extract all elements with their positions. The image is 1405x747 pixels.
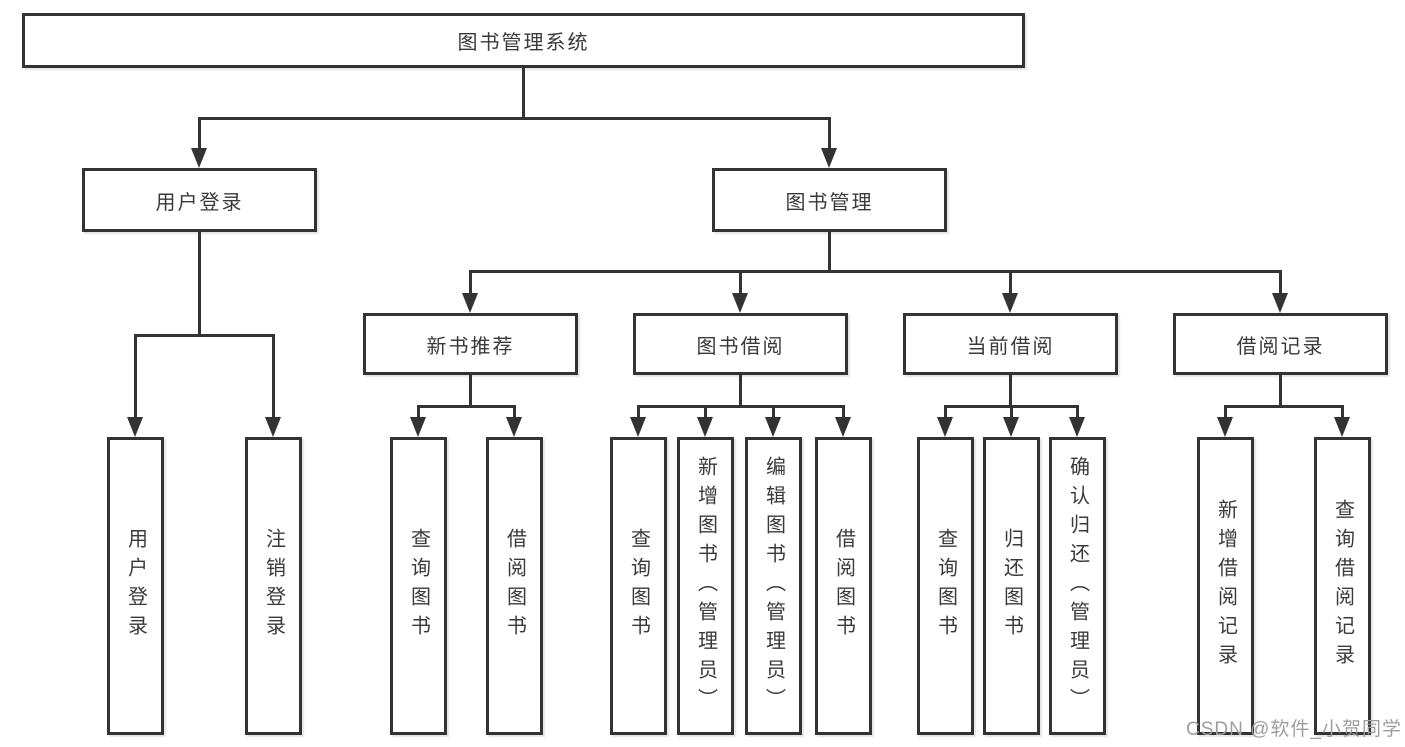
node-user-login: 用户登录 xyxy=(82,168,317,232)
connector-arrowhead xyxy=(1002,293,1018,313)
node-label: 用户登录 xyxy=(124,528,147,644)
node-book-management: 图书管理 xyxy=(712,168,947,232)
connector xyxy=(1224,405,1227,417)
connector-arrowhead xyxy=(1217,417,1233,437)
node-label: 借阅图书 xyxy=(503,528,526,644)
connector xyxy=(1010,405,1013,417)
leaf-bb-edit-books-admin: 编辑图书（管理员） xyxy=(745,437,802,735)
connector xyxy=(842,405,845,417)
connector xyxy=(134,334,275,337)
connector xyxy=(739,270,742,293)
connector-arrowhead xyxy=(265,417,281,437)
connector xyxy=(198,117,831,120)
connector xyxy=(469,270,1282,273)
connector-arrowhead xyxy=(1272,293,1288,313)
connector xyxy=(828,117,831,148)
connector xyxy=(469,375,472,407)
leaf-nb-query-books: 查询图书 xyxy=(390,437,447,735)
node-label: 归还图书 xyxy=(1000,528,1023,644)
connector xyxy=(739,375,742,407)
connector-arrowhead xyxy=(835,417,851,437)
connector xyxy=(1279,270,1282,293)
connector xyxy=(417,405,516,408)
node-library-management-system: 图书管理系统 xyxy=(22,13,1025,68)
node-label: 图书管理系统 xyxy=(457,32,590,54)
node-label: 图书借阅 xyxy=(696,335,785,358)
connector xyxy=(522,68,525,120)
connector-arrowhead xyxy=(1069,417,1085,437)
leaf-cb-return-books: 归还图书 xyxy=(983,437,1040,735)
leaf-bb-add-books-admin: 新增图书（管理员） xyxy=(677,437,734,735)
connector-arrowhead xyxy=(506,417,522,437)
connector-arrowhead xyxy=(1003,417,1019,437)
connector xyxy=(513,405,516,417)
node-label: 确认归还（管理员） xyxy=(1066,455,1089,717)
connector-arrowhead xyxy=(937,417,953,437)
connector-arrowhead xyxy=(127,417,143,437)
connector-arrowhead xyxy=(765,417,781,437)
node-book-borrowing: 图书借阅 xyxy=(633,313,848,375)
node-label: 借阅记录 xyxy=(1236,335,1325,358)
node-label: 查询图书 xyxy=(627,528,650,644)
connector xyxy=(417,405,420,417)
connector-arrowhead xyxy=(1334,417,1350,437)
node-label: 新增图书（管理员） xyxy=(694,455,717,717)
leaf-cb-confirm-return-admin: 确认归还（管理员） xyxy=(1049,437,1106,735)
node-label: 编辑图书（管理员） xyxy=(762,455,785,717)
connector-arrowhead xyxy=(191,148,207,168)
connector xyxy=(198,117,201,148)
connector xyxy=(272,334,275,417)
connector xyxy=(1076,405,1079,417)
node-label: 用户登录 xyxy=(155,191,244,214)
connector xyxy=(772,405,775,417)
connector xyxy=(704,405,707,417)
node-label: 查询图书 xyxy=(934,528,957,644)
leaf-br-add-record: 新增借阅记录 xyxy=(1197,437,1254,735)
node-label: 注销登录 xyxy=(262,528,285,644)
node-label: 当前借阅 xyxy=(966,335,1055,358)
node-label: 借阅图书 xyxy=(832,528,855,644)
node-label: 图书管理 xyxy=(785,191,874,214)
connector-arrowhead xyxy=(630,417,646,437)
csdn-watermark: CSDN @软件_小贺同学 xyxy=(1186,719,1402,740)
node-label: 查询借阅记录 xyxy=(1331,499,1354,673)
connector-arrowhead xyxy=(821,148,837,168)
connector-arrowhead xyxy=(410,417,426,437)
connector xyxy=(198,232,201,334)
leaf-cb-query-books: 查询图书 xyxy=(917,437,974,735)
node-label: 新书推荐 xyxy=(426,335,515,358)
connector xyxy=(637,405,845,408)
leaf-nb-borrow-books: 借阅图书 xyxy=(486,437,543,735)
connector-arrowhead xyxy=(462,293,478,313)
node-label: 查询图书 xyxy=(407,528,430,644)
leaf-bb-query-books: 查询图书 xyxy=(610,437,667,735)
connector xyxy=(637,405,640,417)
connector xyxy=(1341,405,1344,417)
connector xyxy=(1279,375,1282,407)
leaf-br-query-record: 查询借阅记录 xyxy=(1314,437,1371,735)
leaf-bb-borrow-books: 借阅图书 xyxy=(815,437,872,735)
connector-arrowhead xyxy=(697,417,713,437)
connector xyxy=(1009,375,1012,407)
leaf-user-login: 用户登录 xyxy=(107,437,164,735)
connector xyxy=(944,405,947,417)
leaf-logout: 注销登录 xyxy=(245,437,302,735)
node-borrowing-records: 借阅记录 xyxy=(1173,313,1388,375)
node-current-borrowing: 当前借阅 xyxy=(903,313,1118,375)
connector xyxy=(828,232,831,272)
connector-arrowhead xyxy=(732,293,748,313)
node-new-book-recommendation: 新书推荐 xyxy=(363,313,578,375)
node-label: 新增借阅记录 xyxy=(1214,499,1237,673)
connector xyxy=(469,270,472,293)
connector xyxy=(1224,405,1344,408)
connector xyxy=(1009,270,1012,293)
connector xyxy=(134,334,137,417)
